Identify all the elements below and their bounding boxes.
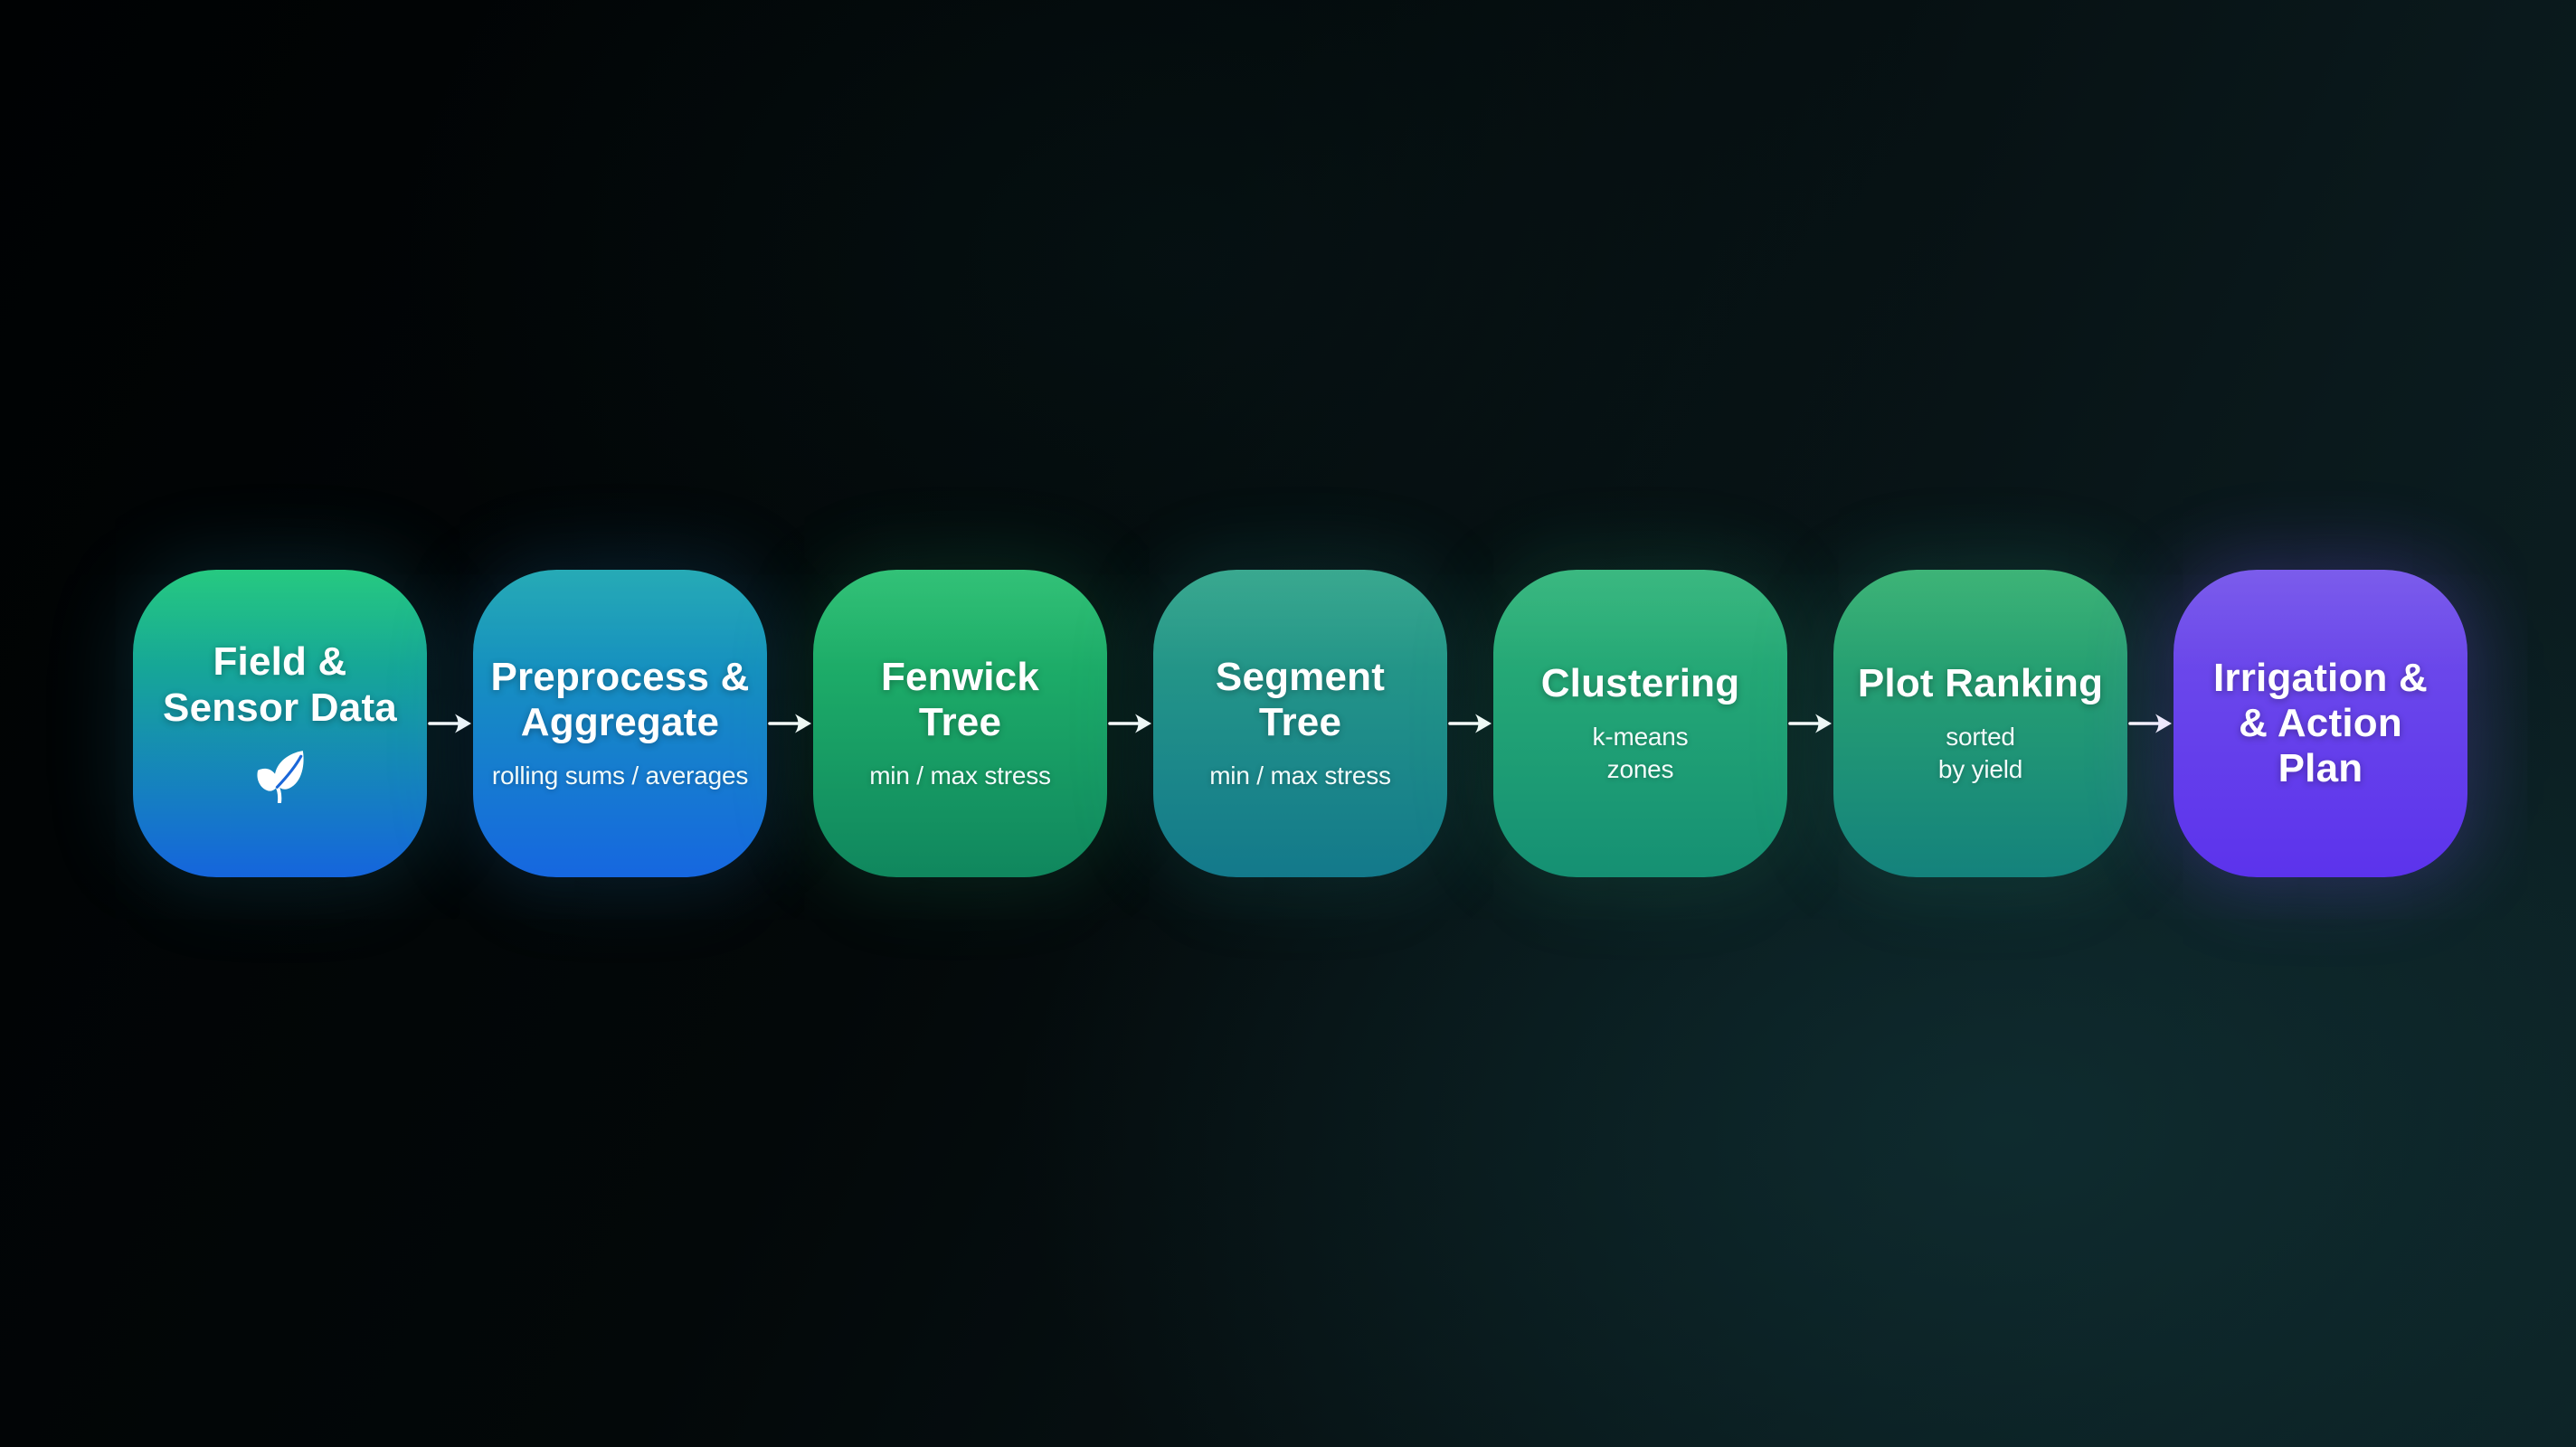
arrow-right-icon bbox=[1787, 714, 1832, 733]
node-subtitle-line: k-means bbox=[1592, 723, 1689, 752]
node-title-line: Plot Ranking bbox=[1857, 661, 2104, 706]
flow-node-plot-ranking: Plot Ranking sorted by yield bbox=[1833, 570, 2127, 877]
node-title-line: Segment bbox=[1215, 654, 1386, 699]
flow-arrow bbox=[2127, 712, 2174, 735]
flow-arrow bbox=[1447, 712, 1493, 735]
node-title-line: Field & bbox=[213, 639, 347, 685]
arrow-right-icon bbox=[427, 714, 471, 733]
node-title: Field &Sensor Data bbox=[163, 639, 397, 730]
node-subtitle: rolling sums / averages bbox=[491, 760, 749, 792]
node-title-line: Aggregate bbox=[520, 700, 720, 745]
flow-arrow bbox=[427, 712, 473, 735]
flow-arrow bbox=[767, 712, 813, 735]
flow-row: Field &Sensor Data Preprocess &Aggregate r… bbox=[133, 570, 2467, 877]
node-subtitle-line: min / max stress bbox=[1209, 761, 1391, 790]
flow-node-field-sensor-data: Field &Sensor Data bbox=[133, 570, 427, 877]
node-subtitle-line: sorted bbox=[1946, 723, 2015, 752]
node-title-line: Plan bbox=[2278, 746, 2363, 791]
node-title-line: Fenwick bbox=[880, 654, 1039, 699]
node-title-line: Tree bbox=[918, 700, 1002, 745]
arrow-right-icon bbox=[1447, 714, 1492, 733]
node-title-line: Irrigation & bbox=[2212, 655, 2429, 700]
arrow-right-icon bbox=[1107, 714, 1151, 733]
flow-arrow bbox=[1107, 712, 1153, 735]
flow-node-preprocess-aggregate: Preprocess &Aggregate rolling sums / aver… bbox=[473, 570, 767, 877]
node-subtitle-line: zones bbox=[1606, 755, 1674, 784]
arrow-right-icon bbox=[2127, 714, 2172, 733]
node-subtitle-line: rolling sums / averages bbox=[491, 761, 749, 790]
node-subtitle: k-means zones bbox=[1593, 721, 1689, 786]
node-title: Preprocess &Aggregate bbox=[490, 655, 749, 745]
node-title-line: & Action bbox=[2239, 700, 2402, 745]
node-subtitle: min / max stress bbox=[869, 760, 1051, 792]
node-subtitle: sorted by yield bbox=[1937, 721, 2023, 786]
node-subtitle-line: min / max stress bbox=[869, 761, 1051, 790]
node-title: Clustering bbox=[1541, 661, 1740, 706]
flow-node-clustering: Clustering k-means zones bbox=[1493, 570, 1787, 877]
node-title-line: Clustering bbox=[1540, 661, 1740, 706]
node-title-line: Tree bbox=[1258, 700, 1342, 745]
node-subtitle: min / max stress bbox=[1209, 760, 1391, 792]
node-title-line: Preprocess & bbox=[490, 654, 750, 699]
node-title: Plot Ranking bbox=[1858, 661, 2103, 706]
flow-arrow bbox=[1787, 712, 1833, 735]
node-title-line: Sensor Data bbox=[163, 685, 397, 730]
leaf-icon bbox=[250, 749, 311, 808]
arrow-right-icon bbox=[767, 714, 811, 733]
node-subtitle-line: by yield bbox=[1937, 755, 2023, 784]
